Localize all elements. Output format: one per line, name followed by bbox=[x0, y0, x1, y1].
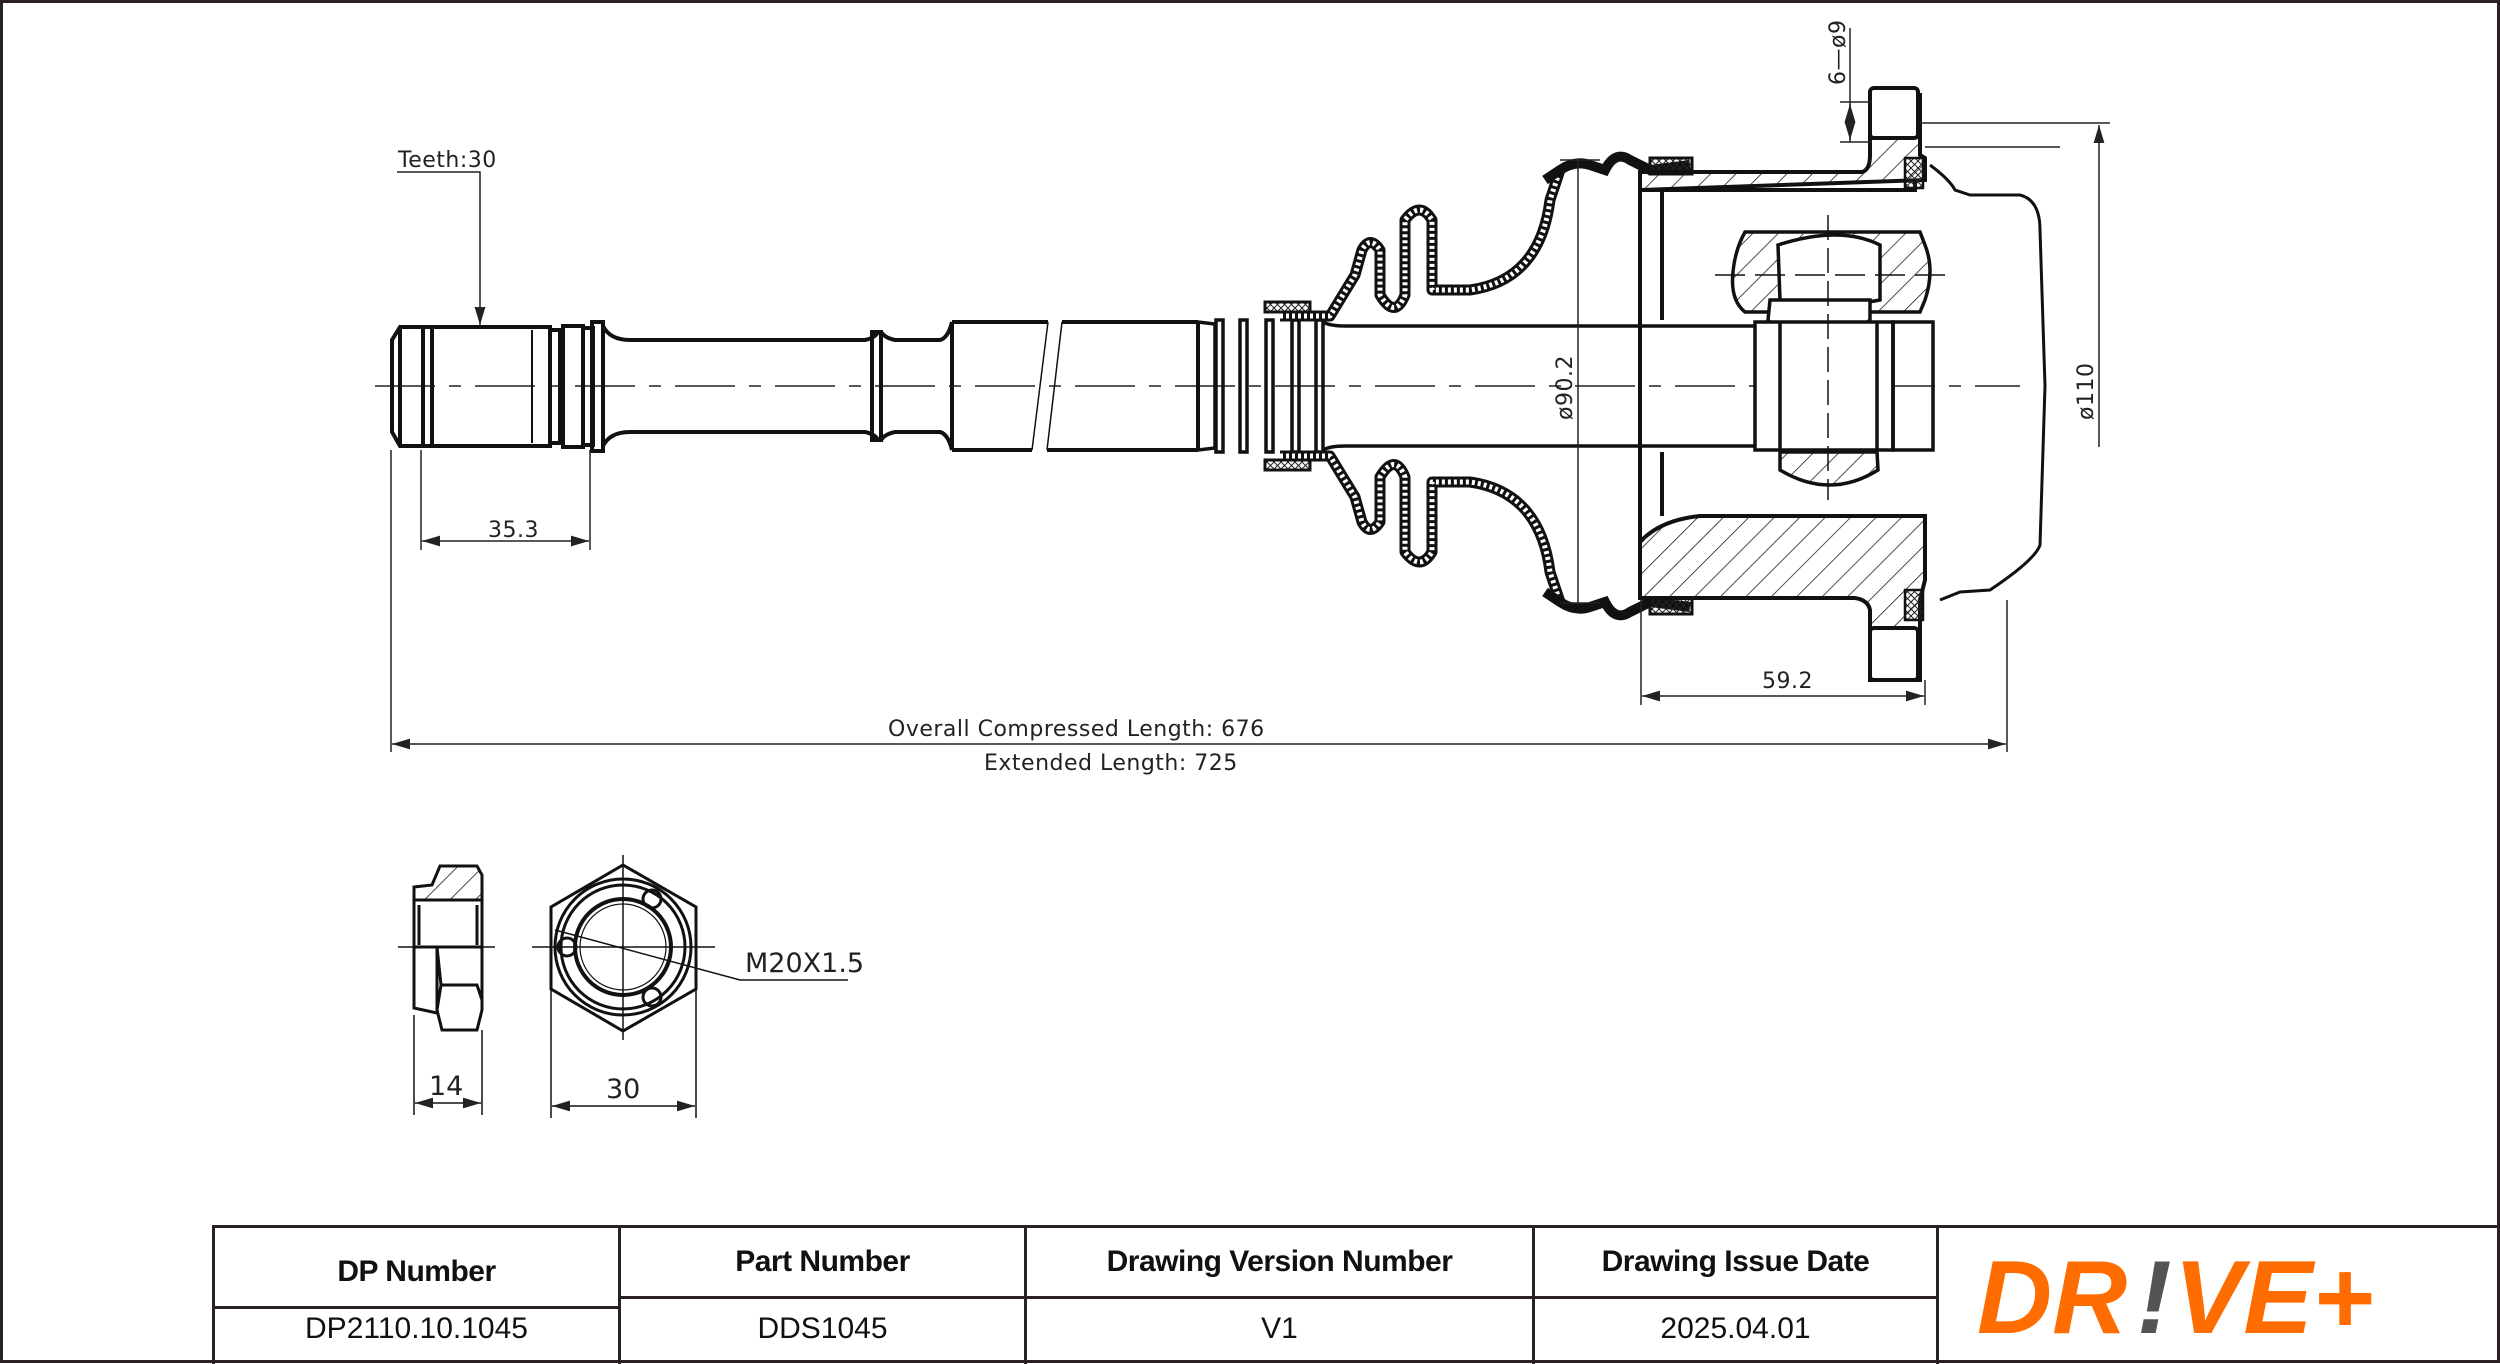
spline-length-label: 35.3 bbox=[488, 518, 539, 543]
nut-width-label: 30 bbox=[606, 1074, 640, 1105]
outer-housing bbox=[1638, 86, 2047, 682]
bolt-holes-label: 6—ø9 bbox=[1826, 20, 1851, 85]
nut-front-view bbox=[532, 855, 848, 1118]
brand-logo: DR ! VE+ bbox=[1937, 1228, 2500, 1361]
dp-number-header: DP Number bbox=[215, 1228, 618, 1309]
part-number-header: Part Number bbox=[621, 1228, 1024, 1299]
logo-text-mark: ! bbox=[2137, 1245, 2172, 1345]
version-header: Drawing Version Number bbox=[1027, 1228, 1532, 1299]
inner-spline-end bbox=[390, 320, 1200, 453]
logo-text-right: VE+ bbox=[2174, 1245, 2373, 1345]
compressed-length-label: Overall Compressed Length: 676 bbox=[888, 717, 1265, 742]
part-number-value: DDS1045 bbox=[757, 1312, 888, 1345]
dp-number-value: DP2110.10.1045 bbox=[305, 1312, 528, 1345]
dimension-lines bbox=[390, 28, 2110, 752]
issue-date-header: Drawing Issue Date bbox=[1535, 1228, 1936, 1299]
boot-small-end bbox=[1263, 168, 1566, 604]
title-block: DP Number DP2110.10.1045 Part Number DDS… bbox=[212, 1225, 2500, 1364]
boot-seat-rings bbox=[1197, 318, 1760, 454]
drive-plus-logo-icon: DR ! VE+ bbox=[1977, 1245, 2373, 1345]
tripod-joint bbox=[1715, 215, 1945, 500]
nut-thread-label: M20X1.5 bbox=[745, 948, 864, 979]
title-col-version: Drawing Version Number V1 bbox=[1027, 1228, 1535, 1364]
flange-diameter-label: ø110 bbox=[2074, 363, 2099, 420]
nut-height-label: 14 bbox=[429, 1071, 463, 1102]
nut-side-view bbox=[398, 864, 495, 1115]
boot-diameter-label: ø90.2 bbox=[1553, 355, 1578, 420]
version-value: V1 bbox=[1261, 1312, 1298, 1345]
extended-length-label: Extended Length: 725 bbox=[984, 751, 1238, 776]
housing-depth-label: 59.2 bbox=[1762, 669, 1813, 694]
title-col-dp-number: DP Number DP2110.10.1045 bbox=[215, 1228, 621, 1364]
logo-text-left: DR bbox=[1977, 1245, 2127, 1345]
issue-date-value: 2025.04.01 bbox=[1660, 1312, 1811, 1345]
title-col-part-number: Part Number DDS1045 bbox=[621, 1228, 1027, 1364]
title-col-issue-date: Drawing Issue Date 2025.04.01 bbox=[1535, 1228, 1939, 1364]
teeth-label: Teeth:30 bbox=[397, 148, 497, 173]
